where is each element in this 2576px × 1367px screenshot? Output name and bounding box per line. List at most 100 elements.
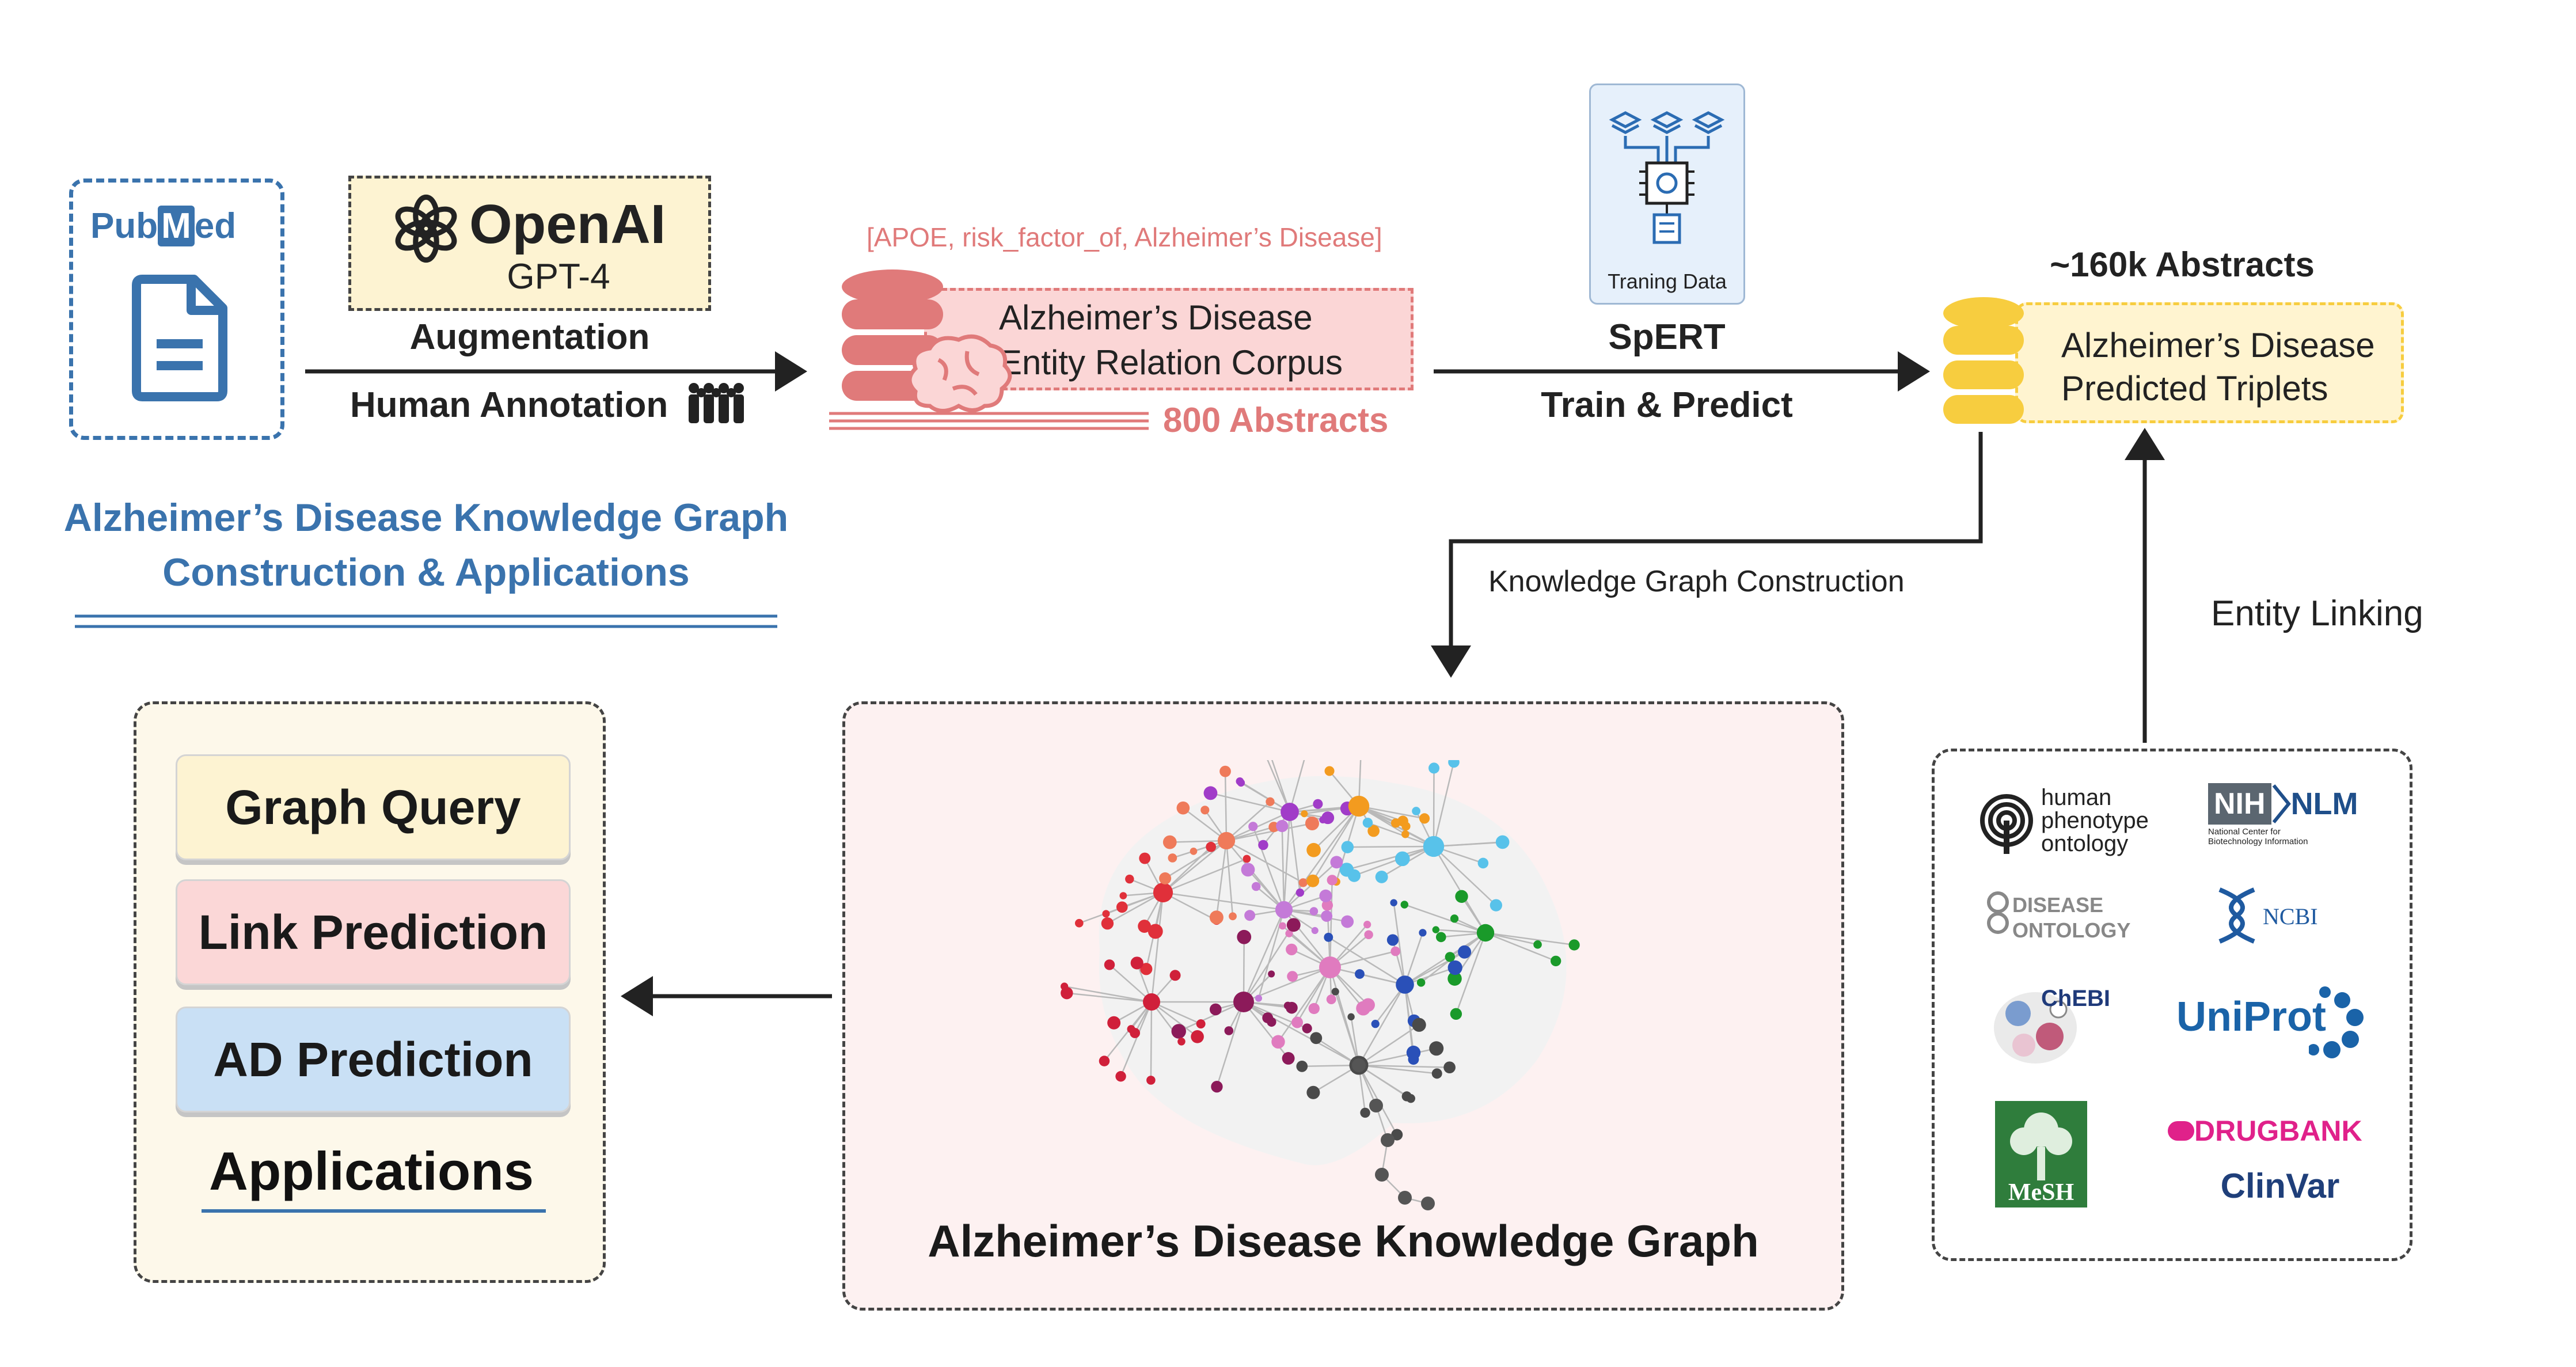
graph-node — [1331, 988, 1339, 996]
graph-edge — [1347, 845, 1434, 848]
graph-edge — [1404, 932, 1424, 985]
graph-node — [1306, 1085, 1320, 1099]
graph-node — [1171, 1024, 1186, 1039]
graph-node — [1327, 875, 1338, 886]
graph-node — [1398, 1191, 1412, 1205]
graph-node — [1324, 766, 1335, 776]
graph-node — [1421, 1197, 1435, 1210]
graph-node — [1321, 899, 1333, 911]
graph-node — [1219, 765, 1231, 777]
graph-node — [1391, 1129, 1403, 1141]
graph-node — [1375, 871, 1388, 883]
graph-node — [1375, 1168, 1389, 1182]
graph-node — [1381, 1133, 1395, 1147]
graph-node — [1271, 1035, 1285, 1049]
graph-node — [1311, 926, 1319, 935]
graph-node — [1305, 816, 1319, 831]
graph-node — [1191, 1030, 1204, 1043]
graph-edge — [1433, 841, 1504, 848]
graph-edge — [1226, 801, 1271, 841]
graph-edge — [1252, 826, 1285, 910]
graph-node — [1255, 994, 1263, 1002]
graph-node — [1115, 1071, 1126, 1082]
graph-node — [1153, 882, 1173, 903]
graph-node — [1295, 888, 1305, 897]
document-icon — [132, 275, 227, 401]
graph-node — [1102, 910, 1110, 918]
graph-node — [1302, 1023, 1312, 1034]
hpo-logo-text: human phenotype ontology — [2041, 785, 2149, 856]
graph-node — [1319, 889, 1332, 902]
uniprot-dots-icon — [2309, 986, 2364, 1058]
graph-node — [1371, 1020, 1380, 1028]
graph-node — [1286, 918, 1301, 932]
graph-node — [1169, 970, 1181, 981]
graph-edge — [1172, 840, 1227, 859]
graph-node — [1258, 840, 1268, 850]
graph-node — [1419, 929, 1427, 937]
graph-edge — [1312, 806, 1360, 882]
openai-box: OpenAI GPT-4 — [348, 176, 711, 311]
graph-node — [1423, 836, 1445, 857]
graph-edge — [1066, 992, 1152, 1003]
graph-node — [1241, 863, 1255, 877]
ad-prediction-button[interactable]: AD Prediction — [176, 1007, 571, 1112]
graph-node — [1229, 912, 1237, 921]
main-title-line1: Alzheimer’s Disease Knowledge Graph — [63, 496, 789, 540]
graph-node — [1138, 920, 1152, 933]
graph-node — [1140, 963, 1153, 975]
graph-edge — [1358, 805, 1425, 819]
graph-edge — [1226, 840, 1304, 883]
graph-node — [1298, 878, 1308, 887]
graph-node — [1266, 797, 1275, 806]
database-icon — [1943, 297, 2024, 424]
training-data-label: Traning Data — [1608, 269, 1727, 293]
graph-node — [1209, 910, 1224, 925]
graph-query-button[interactable]: Graph Query — [176, 754, 571, 860]
graph-edge — [1328, 936, 1405, 986]
graph-node — [1401, 830, 1409, 838]
corpus-count-lines — [829, 412, 1149, 430]
graph-edge — [1164, 840, 1227, 879]
predicted-line1: Alzheimer’s Disease — [2061, 326, 2375, 364]
graph-node — [1308, 1003, 1320, 1015]
ncbi-helix-icon — [2218, 887, 2255, 944]
graph-node — [1360, 1107, 1370, 1118]
graph-edge — [1150, 892, 1164, 1003]
corpus-count: 800 Abstracts — [1163, 401, 1389, 439]
graph-node — [1309, 907, 1319, 916]
graph-node — [1211, 1081, 1223, 1093]
doid-text: DISEASE ONTOLOGY — [2012, 893, 2131, 942]
graph-node — [1429, 1041, 1444, 1056]
graph-edge — [1162, 891, 1285, 911]
pubmed-box: PubMed — [69, 179, 284, 440]
graph-node — [1321, 910, 1333, 922]
graph-edge — [1151, 1001, 1202, 1025]
graph-node — [1142, 993, 1161, 1011]
graph-node — [1291, 1016, 1304, 1028]
chebi-text: ChEBI — [2041, 986, 2110, 1011]
graph-node — [1281, 803, 1299, 821]
graph-edge — [1393, 902, 1406, 985]
graph-node — [1455, 890, 1468, 903]
graph-edge — [1107, 891, 1164, 924]
graph-edge — [1433, 846, 1497, 906]
corpus-line2: Entity Relation Corpus — [999, 343, 1343, 382]
graph-edge — [1169, 840, 1227, 843]
graph-node — [1395, 851, 1410, 867]
graph-node — [1364, 930, 1373, 939]
link-prediction-button[interactable]: Link Prediction — [176, 879, 571, 985]
graph-node — [1148, 924, 1163, 939]
graph-edge — [1226, 822, 1313, 842]
graph-edge — [1358, 1064, 1411, 1099]
graph-node — [1283, 1001, 1292, 1010]
openai-name: OpenAI — [469, 193, 666, 255]
graph-node — [1330, 856, 1343, 869]
graph-node — [1107, 1016, 1121, 1030]
kg-construction-label: Knowledge Graph Construction — [1488, 565, 1905, 598]
openai-icon — [395, 194, 457, 263]
graph-node — [1285, 929, 1293, 937]
graph-node — [1125, 874, 1134, 884]
main-title-line2: Construction & Applications — [162, 550, 690, 594]
